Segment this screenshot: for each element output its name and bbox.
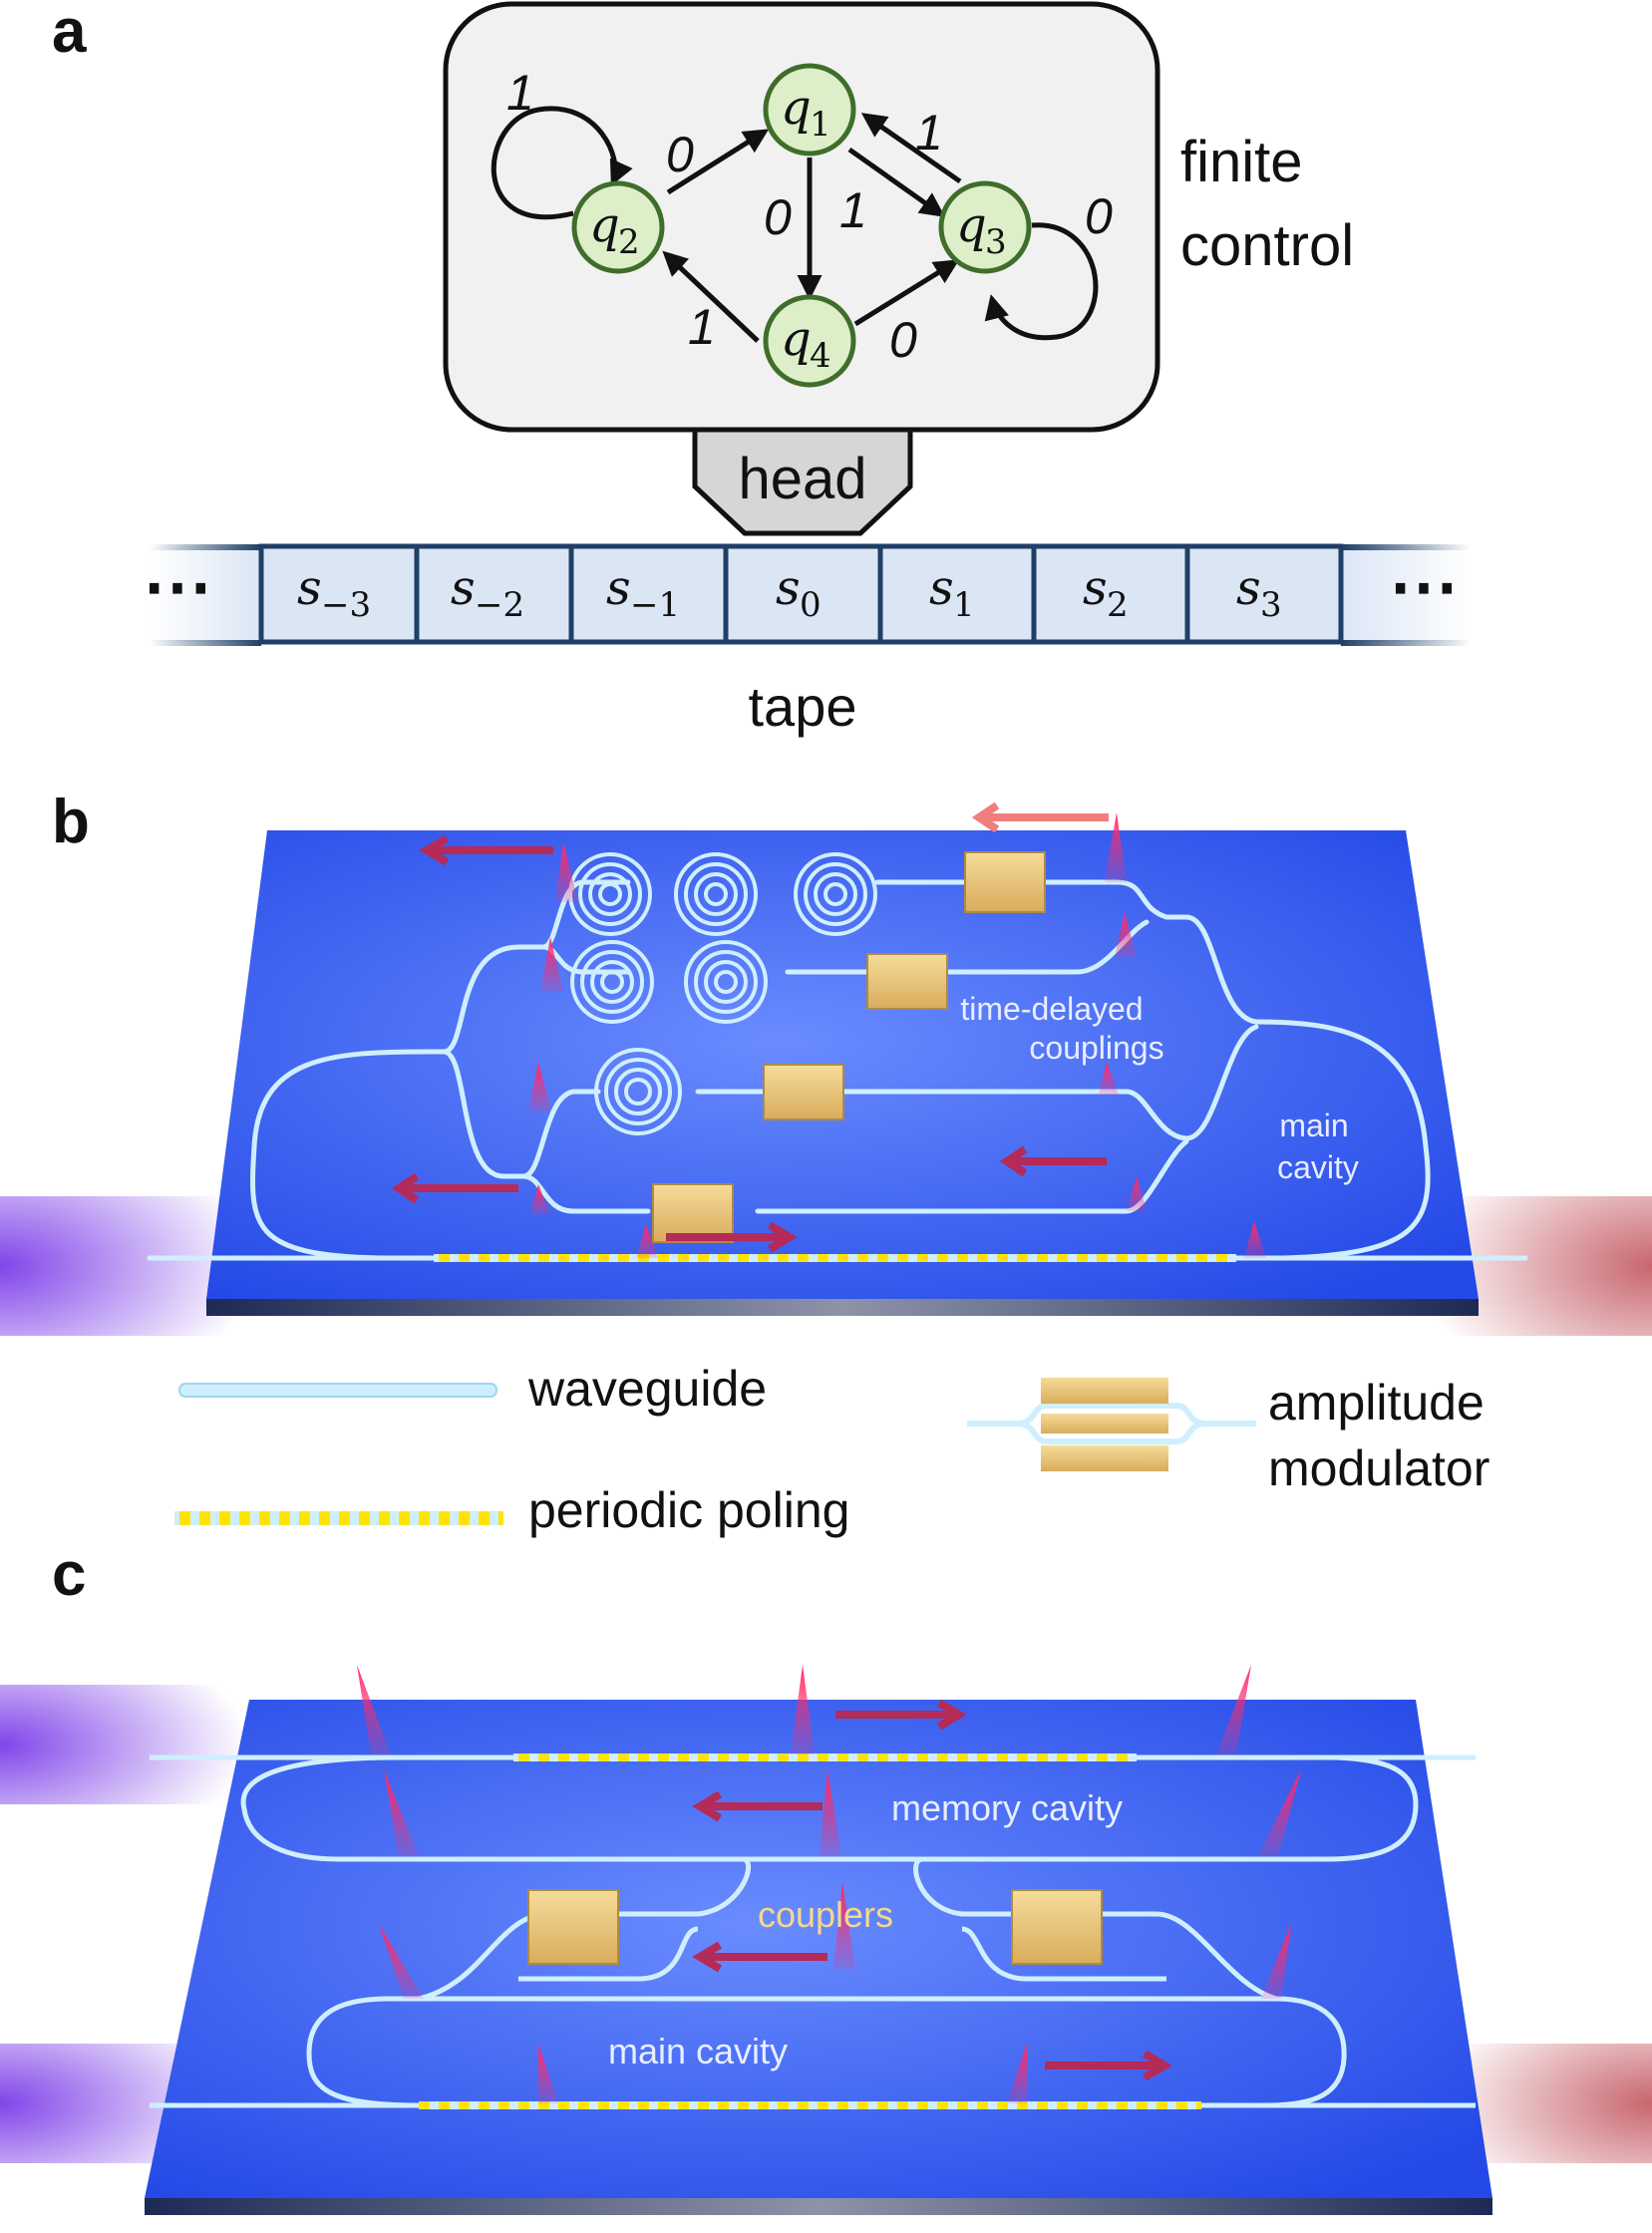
state-q2-name: q xyxy=(589,197,620,253)
label-q4-q2: 1 xyxy=(688,299,716,355)
tape-cell-s0-sub: 0 xyxy=(800,585,822,625)
legend-modulator-label-2: modulator xyxy=(1268,1440,1489,1496)
memory-cavity-label: memory cavity xyxy=(891,1787,1123,1828)
transition-q3-q1 xyxy=(860,113,962,184)
tape-cell-s2-sub: 2 xyxy=(1107,585,1129,625)
modulators-c xyxy=(527,1889,1103,1965)
transition-q2-q1 xyxy=(666,129,770,195)
main-cavity-loop-c xyxy=(306,1996,1347,2108)
panel-label-a: a xyxy=(52,0,87,66)
tape-cells: s −3 s −2 s −1 s 0 s 1 s 2 s 3 xyxy=(297,560,1282,625)
chip-b xyxy=(0,801,1652,1336)
tape-ellipsis-right: ⋯ xyxy=(1389,547,1459,625)
label-q1-q4: 0 xyxy=(764,189,792,245)
time-delayed-label-2: couplings xyxy=(1029,1030,1163,1066)
main-cavity-label-b-2: cavity xyxy=(1277,1149,1359,1185)
panel-label-c: c xyxy=(52,1540,86,1609)
finite-control-label-1: finite xyxy=(1180,130,1303,194)
transition-q4-q3 xyxy=(853,259,960,327)
tape-cell-s1-sub: 1 xyxy=(953,585,975,625)
state-q3-sub: 3 xyxy=(985,222,1007,262)
periodic-poling-c-bottom xyxy=(419,2101,1201,2109)
tape-cell-s-2: s xyxy=(451,560,476,616)
state-transitions xyxy=(491,106,1099,343)
state-q1: q 1 xyxy=(763,63,856,157)
tape-cell-s-1: s xyxy=(606,560,631,616)
tape-cell-s-3: s xyxy=(297,560,322,616)
state-q1-sub: 1 xyxy=(810,105,831,145)
tape-head xyxy=(692,427,913,536)
legend-modulator-label-1: amplitude xyxy=(1268,1375,1485,1431)
chip-c xyxy=(0,1665,1652,2215)
main-cavity-left-loop xyxy=(250,1049,447,1261)
arrows-b xyxy=(391,801,1109,1253)
label-q3-q3: 0 xyxy=(1085,188,1113,244)
transition-q3-q3 xyxy=(984,222,1099,341)
head-label: head xyxy=(738,447,866,511)
tape-ellipsis-left: ⋯ xyxy=(143,547,212,625)
tape-cell-s3: s xyxy=(1236,560,1261,616)
legend: waveguide periodic poling amplitude modu… xyxy=(174,1361,1489,1538)
label-q3-q1: 1 xyxy=(915,105,943,160)
state-q1-name: q xyxy=(781,80,812,136)
transition-q1-q3 xyxy=(847,147,946,217)
legend-waveguide-swatch xyxy=(178,1383,497,1398)
tape-cell-s1: s xyxy=(929,560,954,616)
transition-q4-q2 xyxy=(662,250,760,343)
label-q4-q3: 0 xyxy=(889,312,917,368)
spiral-delays xyxy=(568,852,877,1135)
label-q2-q2: 1 xyxy=(506,65,534,121)
tape xyxy=(150,543,1471,646)
tape-cell-s2: s xyxy=(1083,560,1108,616)
state-q4-sub: 4 xyxy=(810,336,831,376)
state-q4-name: q xyxy=(781,311,812,367)
transition-q2-q2 xyxy=(491,106,633,220)
tape-label: tape xyxy=(749,675,857,738)
state-q2: q 2 xyxy=(571,180,665,274)
periodic-poling-c-top xyxy=(513,1754,1137,1761)
memory-cavity-loop xyxy=(240,1754,1419,1862)
legend-waveguide-label: waveguide xyxy=(527,1361,767,1417)
periodic-poling-b xyxy=(434,1254,1236,1262)
label-q1-q3: 1 xyxy=(839,182,867,238)
state-q4: q 4 xyxy=(763,294,856,388)
main-cavity-right-loop xyxy=(1253,1019,1431,1261)
finite-control-label-2: control xyxy=(1180,213,1354,278)
time-delayed-label-1: time-delayed xyxy=(960,991,1143,1027)
modulators-b xyxy=(652,851,1046,1243)
pulses-b xyxy=(528,812,1266,1258)
pulses-c xyxy=(357,1665,1301,2103)
state-q2-sub: 2 xyxy=(618,222,640,262)
state-q3-name: q xyxy=(956,197,987,253)
arrows-c xyxy=(692,1699,1172,2081)
legend-poling-label: periodic poling xyxy=(528,1482,849,1538)
tape-cell-s-1-sub: −1 xyxy=(630,585,680,625)
tape-cell-s0: s xyxy=(776,560,801,616)
legend-modulator-swatch xyxy=(967,1378,1256,1471)
panel-label-b: b xyxy=(52,788,90,856)
legend-poling-swatch xyxy=(174,1511,503,1525)
main-cavity-label-b-1: main xyxy=(1279,1108,1348,1143)
tape-cell-s-3-sub: −3 xyxy=(321,585,371,625)
input-beam-c-top xyxy=(0,1685,249,1804)
label-q2-q1: 0 xyxy=(666,127,694,182)
state-q3: q 3 xyxy=(938,180,1032,274)
tape-cell-s-2-sub: −2 xyxy=(475,585,524,625)
tape-cell-s3-sub: 3 xyxy=(1260,585,1282,625)
main-cavity-label-c: main cavity xyxy=(608,2031,788,2072)
couplers-label: couplers xyxy=(758,1894,893,1935)
